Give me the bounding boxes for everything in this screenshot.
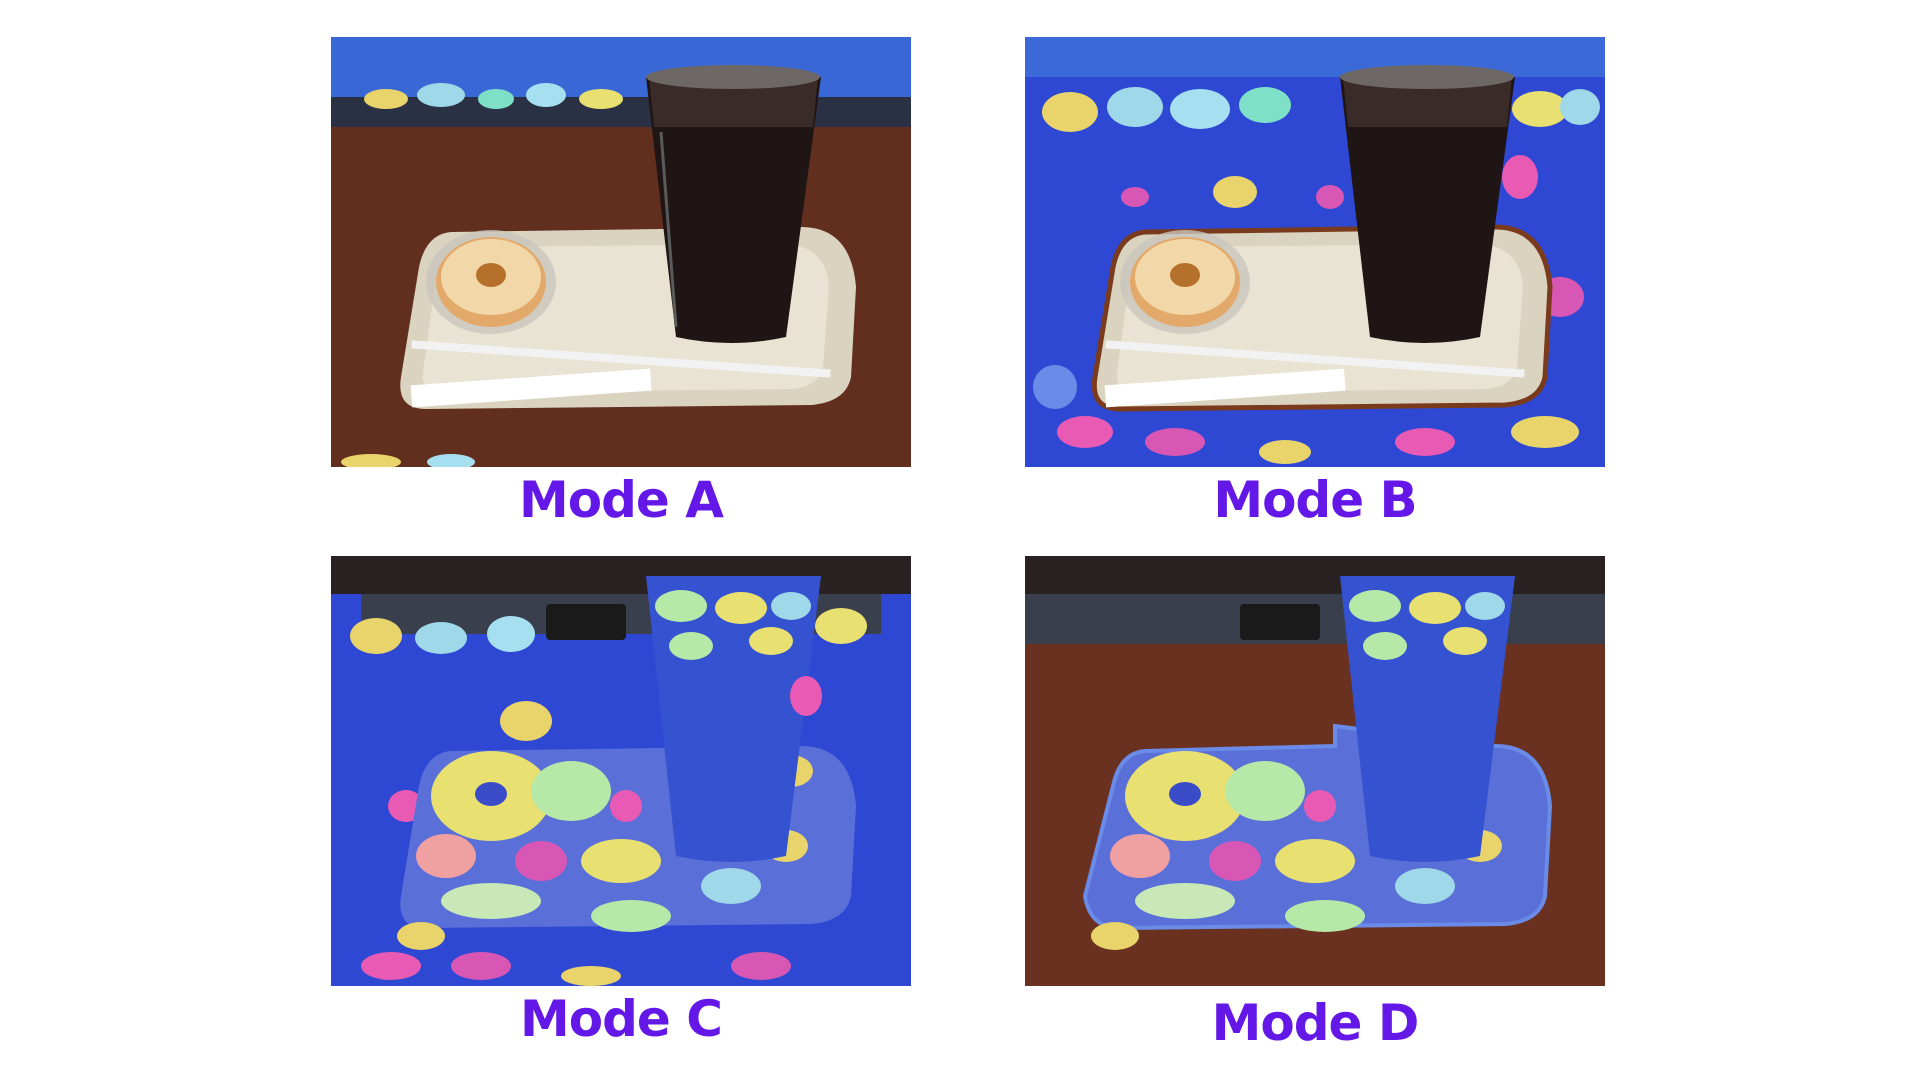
mode-d-caption: Mode D [1211, 994, 1420, 1052]
mode-b-caption: Mode B [1213, 471, 1417, 529]
background-segments [1033, 87, 1600, 464]
mode-c-image [331, 556, 911, 986]
mode-c-caption: Mode C [520, 990, 723, 1048]
background-segments [350, 608, 867, 986]
mode-a-caption: Mode A [519, 471, 724, 529]
mode-b-image [1025, 37, 1605, 467]
object-segments [397, 751, 813, 950]
segment-strip [341, 83, 623, 467]
mode-a-image [331, 37, 911, 467]
mode-d-image [1025, 556, 1605, 986]
object-segments [1091, 751, 1502, 950]
